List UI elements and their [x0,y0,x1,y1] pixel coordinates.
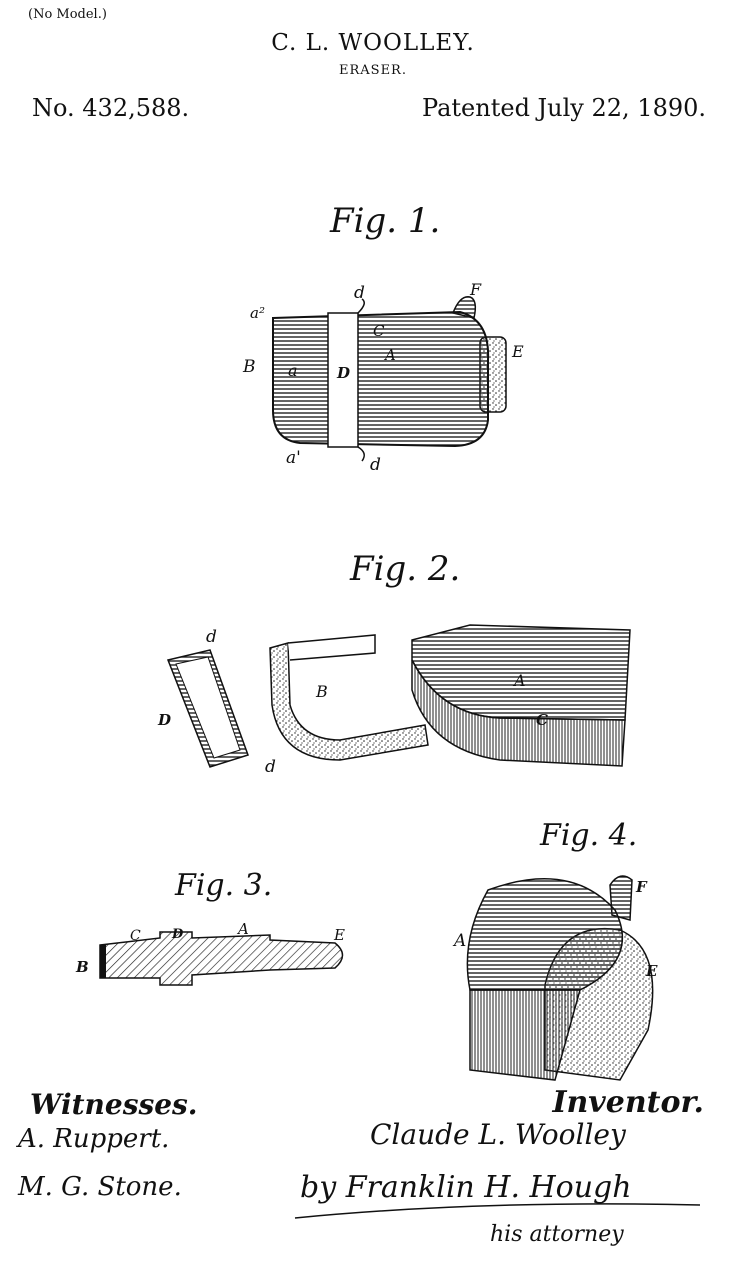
holder-A [272,310,490,448]
label: E [645,962,658,980]
cross-section [99,931,344,986]
label: C [130,928,141,944]
label: E [333,926,345,944]
label: A [452,931,466,951]
inventor-heading: Inventor. [552,1085,704,1120]
attorney-signature: by Franklin H. Hough [300,1170,632,1205]
band-D [327,312,359,448]
figure-3: Fig. 3. B C D A E [75,868,345,986]
fig4-title: Fig. 4. [539,818,637,853]
attorney-note: his attorney [490,1222,624,1247]
label: B [315,682,328,701]
label: D [171,927,184,942]
patent-date: Patented July 22, 1890. [422,94,706,122]
label: A [236,920,249,938]
binding-B [100,945,106,978]
fig1-title: Fig. 1. [329,201,440,241]
signature-flourish [294,1203,701,1219]
figure-1: Fig. 1. a² B a D A C d d F E a' [242,201,524,475]
figure-4: Fig. 4. F A E [452,818,658,1081]
label: C [536,711,548,729]
inventor-signature: Claude L. Woolley [370,1118,626,1151]
fig2-title: Fig. 2. [349,549,460,589]
witness-signature: A. Ruppert. [18,1124,170,1154]
label: D [336,364,350,382]
label: C [373,322,385,340]
label: A [512,671,526,690]
label: d [265,757,276,777]
label: E [511,342,524,361]
inventor-name: C. L. WOOLLEY. [271,30,475,56]
figure-2: Fig. 2. d D d B A C [157,549,631,777]
fig3-title: Fig. 3. [174,868,272,903]
label: F [469,280,482,299]
label: F [635,878,648,896]
model-note: (No Model.) [28,7,107,22]
witnesses-heading: Witnesses. [30,1088,198,1121]
binding-B [269,642,429,761]
label: d [370,455,381,475]
label: B [242,357,256,377]
handle-F [609,875,633,921]
label: a [288,361,298,380]
witness-signature: M. G. Stone. [18,1172,182,1202]
label: B [75,958,89,976]
holder-A [466,878,624,991]
label: a' [286,448,301,468]
patent-number: No. 432,588. [32,94,190,122]
patent-title: ERASER. [339,63,407,78]
label: d [206,627,217,647]
label: d [354,283,365,303]
label: A [383,346,396,364]
label: a² [250,304,265,322]
label: D [157,711,171,729]
